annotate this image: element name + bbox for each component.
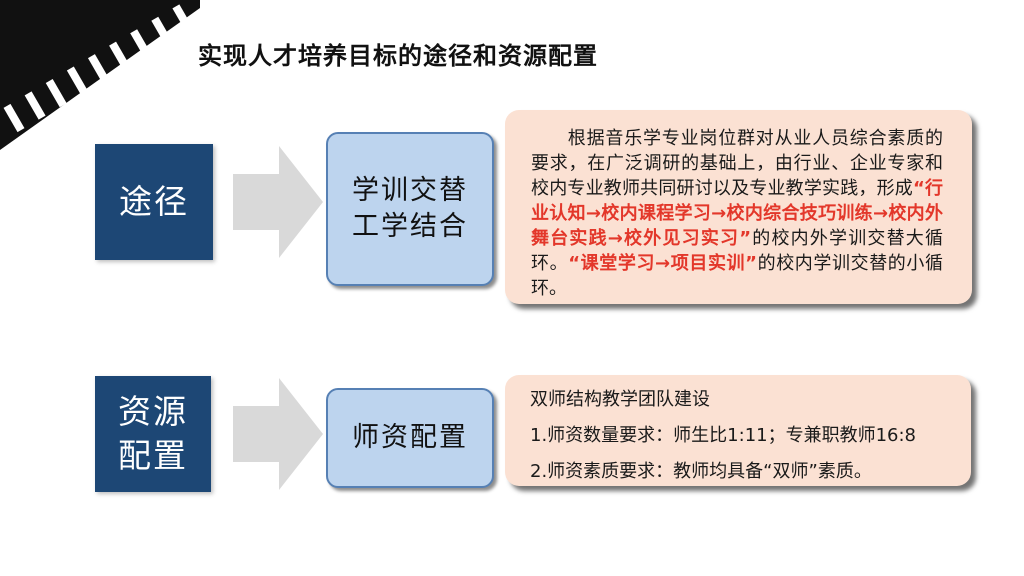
desc-highlight-1: “行业认知→校内课程学习→校内综合技巧训练→校内外舞台实践→校外见习实习”	[531, 178, 943, 249]
resource-description-panel	[505, 375, 971, 486]
piano-keys-decoration	[0, 0, 200, 150]
page-title: 实现人才培养目标的途径和资源配置	[198, 42, 598, 70]
resource-label-line-2: 配置	[118, 436, 188, 475]
piano-key	[130, 29, 152, 58]
resource-line-1: 双师结构教学团队建设	[530, 389, 710, 410]
desc-intro: 根据音乐学专业岗位群对从业人员综合素质的要求，在广泛调研的基础上，由行业、企业专…	[531, 128, 943, 199]
piano-key	[109, 41, 131, 70]
route-label: 途径	[95, 144, 213, 260]
resource-line-2: 1.师资数量要求：师生比1:11；专兼职教师16:8	[530, 425, 917, 446]
piano-key	[87, 54, 109, 83]
desc-mid: 的校内外学训交替大循环。	[531, 228, 944, 274]
piano-key	[45, 78, 67, 108]
box-line-2: 工学结合	[352, 211, 468, 242]
faculty-config-box: 师资配置	[326, 388, 494, 488]
resource-line-3: 2.师资素质要求：教师均具备“双师”素质。	[530, 461, 872, 482]
arrow-right-icon	[233, 146, 323, 258]
route-description-panel	[505, 110, 972, 304]
desc-outro: 的校内学训交替的小循环。	[531, 253, 944, 299]
piano-key	[172, 4, 194, 33]
arrow-right-icon	[233, 378, 323, 490]
piano-key	[24, 91, 46, 120]
faculty-config-text: 师资配置	[352, 422, 468, 453]
piano-key	[66, 66, 88, 95]
desc-highlight-2: “课堂学习→项目实训”	[568, 253, 757, 274]
piano-key	[151, 16, 173, 46]
piano-key	[3, 103, 25, 133]
resource-label: 资源 配置	[95, 376, 211, 492]
resource-label-line-1: 资源	[118, 392, 188, 431]
alternate-training-box: 学训交替 工学结合	[326, 132, 494, 286]
box-line-1: 学训交替	[352, 175, 468, 206]
route-description-text: 根据音乐学专业岗位群对从业人员综合素质的要求，在广泛调研的基础上，由行业、企业专…	[531, 126, 943, 301]
route-label-text: 途径	[119, 182, 189, 221]
